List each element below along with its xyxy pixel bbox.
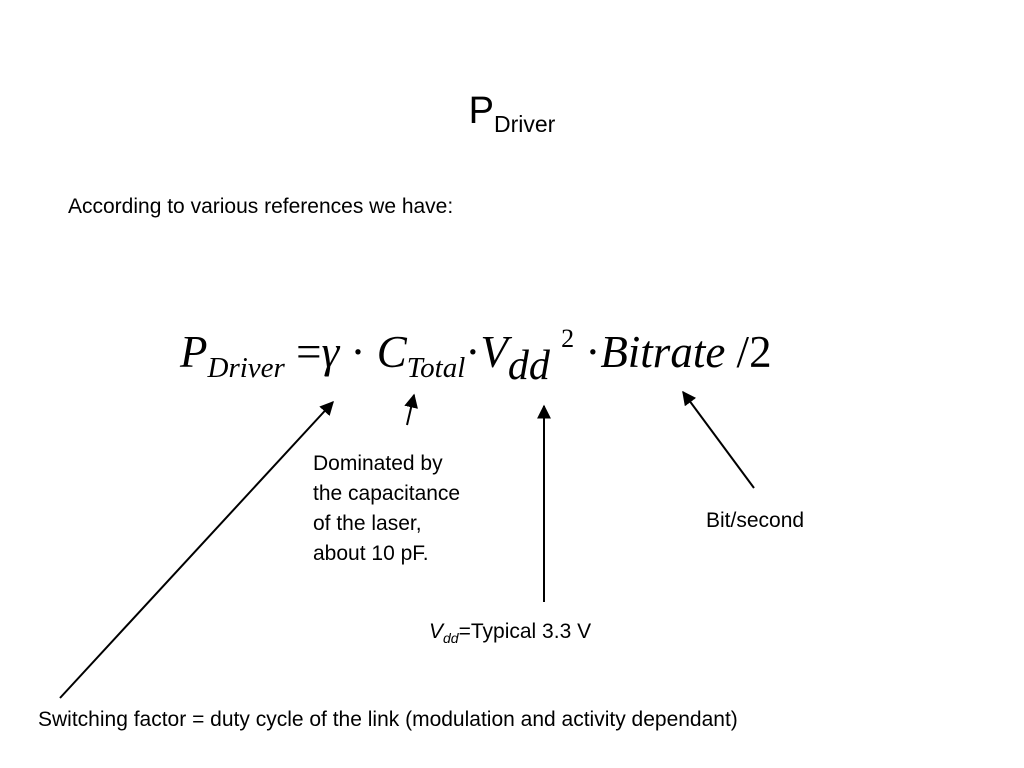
formula-p: P	[180, 327, 208, 377]
bitrate-note: Bit/second	[706, 509, 805, 532]
formula-equals: =	[296, 327, 322, 377]
formula-c: C	[376, 327, 407, 377]
capacitance-arrow	[404, 393, 418, 426]
switching-factor-note: Switching factor = duty cycle of the lin…	[38, 708, 738, 731]
title-subscript: Driver	[494, 111, 556, 137]
capacitance-note-line: the capacitance	[313, 482, 461, 505]
formula-bitrate: Bitrate	[600, 327, 726, 377]
vdd-note-symbol: V	[429, 620, 444, 643]
formula-dot-1: ·	[350, 327, 366, 377]
capacitance-note-line: Dominated by	[313, 452, 443, 475]
slide-title: PDriver	[0, 90, 1024, 136]
bitrate-arrow	[682, 390, 755, 489]
formula-two: 2	[749, 327, 772, 377]
formula-gamma: γ	[321, 327, 340, 377]
title-main: P	[468, 90, 494, 132]
capacitance-note: Dominated by the capacitance of the lase…	[313, 449, 513, 569]
formula-dot-3: ·	[585, 327, 601, 377]
vdd-note-subscript: dd	[443, 630, 459, 646]
formula-c-sub: Total	[406, 352, 466, 384]
capacitance-note-line: of the laser,	[313, 512, 422, 535]
switching-factor-arrow	[59, 400, 334, 699]
formula-v-sub: dd	[507, 343, 550, 389]
vdd-note: Vdd=Typical 3.3 V	[429, 617, 591, 648]
formula-v-sup: 2	[561, 324, 575, 353]
vdd-note-text: =Typical 3.3 V	[458, 620, 592, 643]
formula-slash: /	[736, 327, 750, 377]
capacitance-note-line: about 10 pF.	[313, 542, 429, 565]
power-formula: PDriver =γ · CTotal·Vdd 2 ·Bitrate /2	[180, 326, 772, 388]
formula-dot-2: ·	[465, 327, 481, 377]
formula-v: V	[480, 327, 508, 377]
intro-text: According to various references we have:	[68, 195, 454, 218]
formula-p-sub: Driver	[207, 352, 285, 384]
